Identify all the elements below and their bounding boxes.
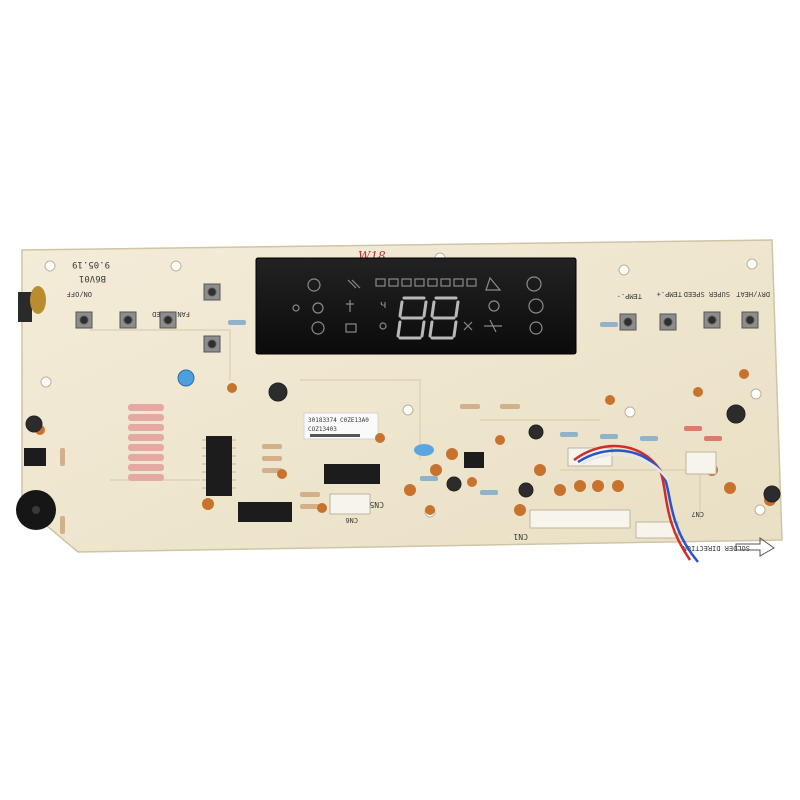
silk-date: 9.05.19 (72, 259, 110, 269)
connector-cn1 (529, 509, 631, 529)
solder-arrow (735, 537, 775, 557)
svg-text:ч: ч (380, 298, 387, 311)
silk-super-speed: SUPER SPEED (684, 290, 730, 298)
seven-segment-digits (396, 296, 460, 340)
silk-temp-minus: TEMP.- (617, 292, 642, 300)
silk-dry-heat: DRY/HEAT (735, 290, 770, 298)
svg-text:30183374: 30183374 (308, 417, 337, 424)
display-icons-bottom (311, 319, 543, 335)
ic-u1 (206, 436, 232, 496)
wire-harness (573, 444, 699, 563)
silk-cn6: CN6 (345, 516, 358, 524)
led-display: 88 ч (255, 257, 577, 355)
resistors (60, 320, 722, 534)
ic-u4 (464, 452, 484, 468)
buzzer (16, 490, 56, 530)
electrolytic-capacitors (25, 382, 781, 503)
silk-model: B6V01 (79, 273, 106, 283)
ic-u5 (24, 448, 46, 466)
silk-cn5: CN5 (369, 500, 384, 509)
ic-u3 (238, 502, 292, 522)
button-temp-plus (659, 313, 677, 331)
silk-cn1: CN1 (513, 532, 528, 541)
resistor-bank (128, 404, 164, 481)
ic-pins (202, 439, 236, 489)
round-sticker (177, 369, 195, 387)
label-sticker: 30183374 C0ZE13A0 COZ13403 (303, 412, 379, 440)
silk-cn7: CN7 (691, 510, 704, 518)
ir-receiver (18, 286, 46, 322)
integrated-circuits (24, 436, 484, 522)
button-3 (159, 311, 177, 329)
svg-text:C0ZE13A0: C0ZE13A0 (340, 417, 369, 424)
silk-solder-direction: SOLDER DIRECTION (683, 544, 750, 552)
button-fan-speed (119, 311, 137, 329)
button-on-off (75, 311, 93, 329)
connectors (329, 447, 717, 539)
button-4 (203, 283, 221, 301)
display-icons-top (307, 276, 542, 292)
button-5 (203, 335, 221, 353)
ic-u2 (324, 464, 380, 484)
silk-on-off: ON/OFF (67, 290, 92, 298)
tactile-buttons (75, 283, 759, 353)
connector-cn5 (329, 493, 371, 515)
svg-text:COZ13403: COZ13403 (308, 426, 337, 433)
button-dry-heat (741, 311, 759, 329)
button-super-speed (703, 311, 721, 329)
connector-right (685, 451, 717, 475)
display-icons-mid (292, 298, 544, 314)
silk-temp-plus: TEMP.+ (657, 290, 682, 298)
button-temp-minus (619, 313, 637, 331)
display-digits-text: 88 (403, 333, 405, 335)
